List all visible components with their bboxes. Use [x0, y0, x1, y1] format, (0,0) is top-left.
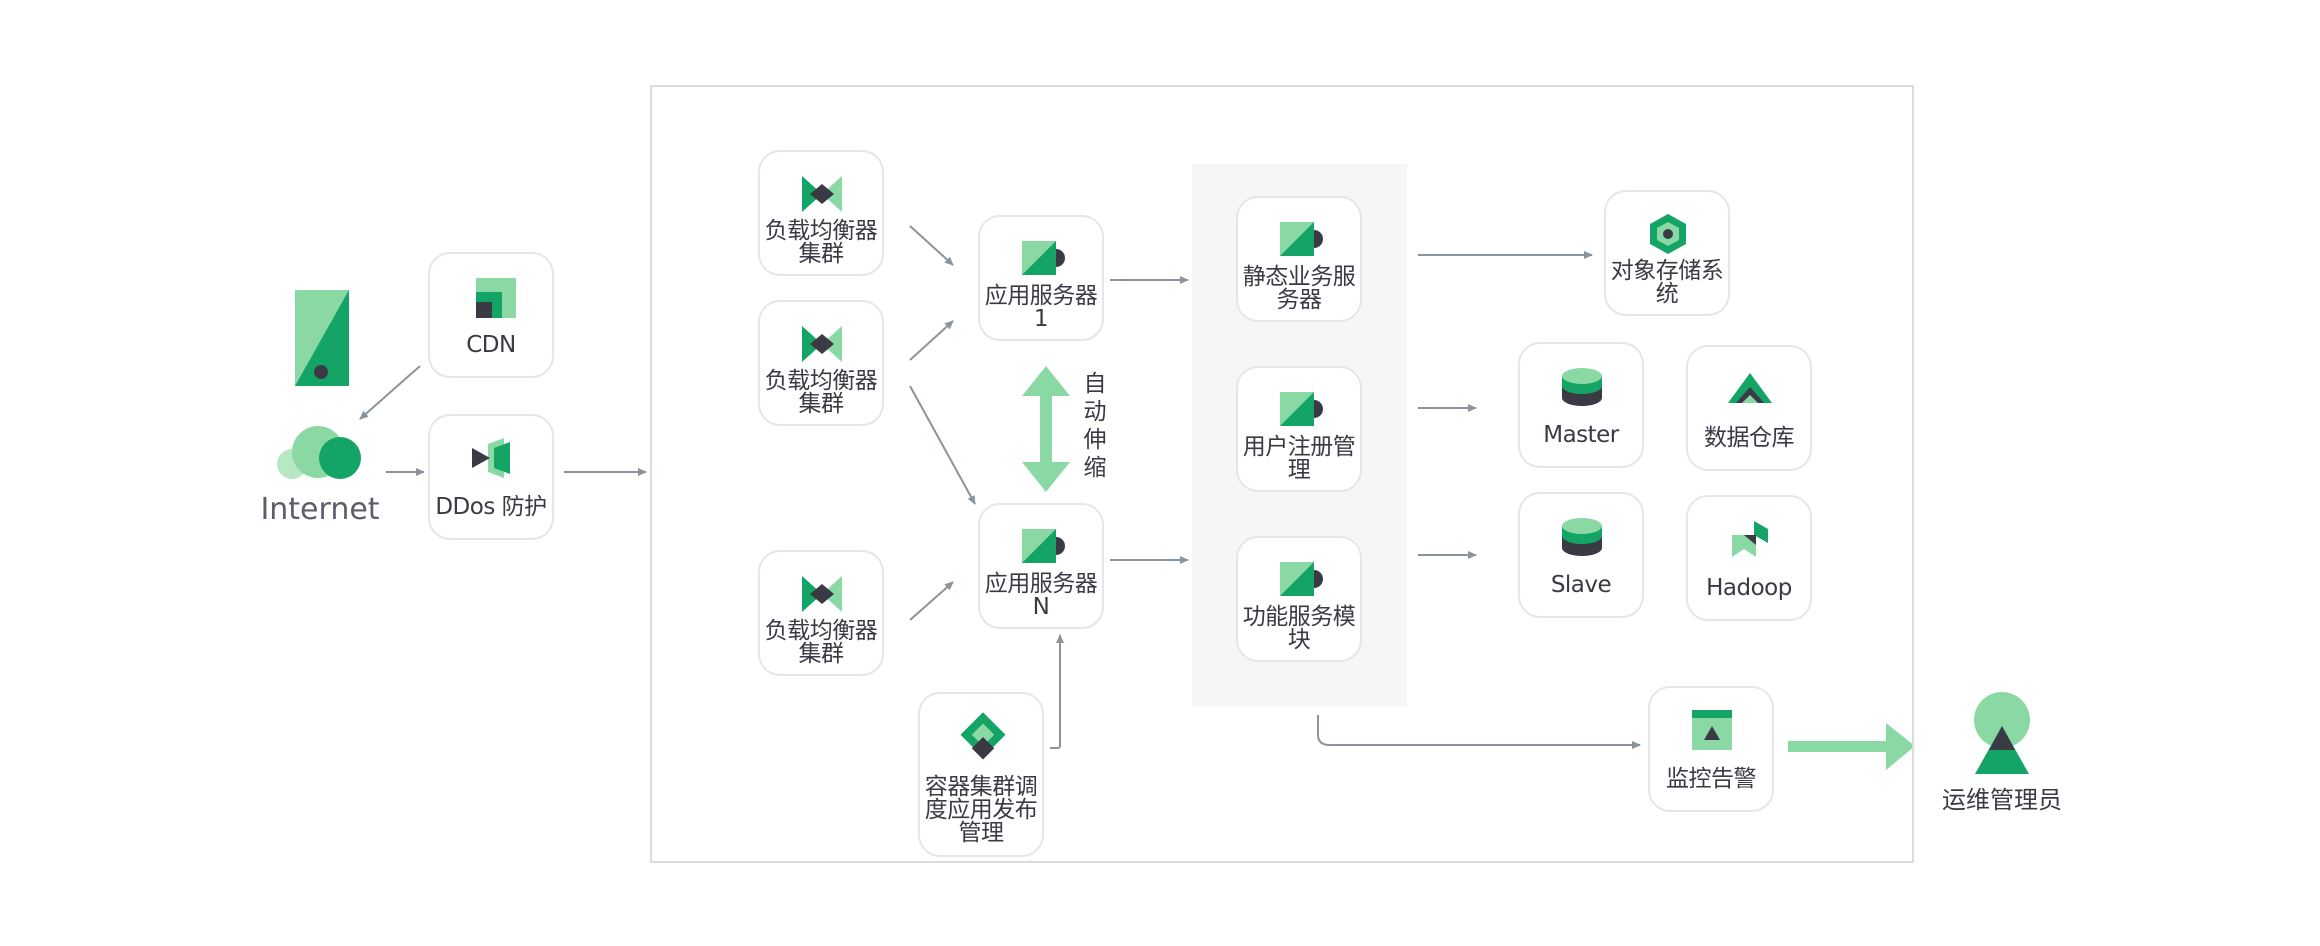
load-balancer-node-3[interactable]: 负载均衡器 集群 [758, 550, 884, 676]
container-icon [960, 712, 1006, 760]
load-balancer-label-3a: 负载均衡器 [764, 618, 878, 644]
warehouse-icon [1728, 373, 1772, 403]
slave-label: Slave [1550, 572, 1612, 598]
cloud-icon [277, 426, 361, 479]
master-label: Master [1543, 422, 1619, 448]
arrow-panel-to-monitor [1317, 715, 1641, 749]
ddos-node[interactable]: DDos 防护 [428, 414, 554, 540]
load-balancer-label-1b: 集群 [798, 241, 845, 267]
cdn-icon [476, 278, 516, 318]
hadoop-node[interactable]: Hadoop [1686, 495, 1812, 621]
mobile-device-icon [295, 290, 349, 386]
object-storage-node[interactable]: 对象存储系 统 [1604, 190, 1730, 316]
container-label-a: 容器集群调 [924, 774, 1038, 800]
shield-icon [472, 438, 510, 478]
arrow-lb2-to-appn [909, 385, 976, 505]
cdn-node[interactable]: CDN [428, 252, 554, 378]
load-balancer-label-2a: 负载均衡器 [764, 368, 878, 394]
hadoop-icon [1732, 521, 1768, 557]
load-balancer-icon [802, 576, 842, 612]
container-node[interactable]: 容器集群调 度应用发布 管理 [918, 692, 1044, 857]
function-service-label-b: 块 [1287, 627, 1311, 653]
user-registration-node[interactable]: 用户注册管 理 [1236, 366, 1362, 492]
server-icon [1280, 222, 1323, 256]
server-icon [1022, 241, 1065, 275]
ddos-label: DDos 防护 [435, 494, 547, 520]
system-boundary [650, 85, 1914, 863]
object-storage-label-a: 对象存储系 [1610, 258, 1724, 284]
server-icon [1280, 392, 1323, 426]
user-registration-label-a: 用户注册管 [1242, 434, 1356, 460]
internet-node: Internet [258, 420, 382, 530]
app-server-label-1a: 应用服务器 [984, 283, 1098, 309]
warehouse-label: 数据仓库 [1704, 425, 1795, 451]
mobile-device [292, 288, 352, 388]
internet-label: Internet [260, 492, 380, 527]
master-db-node[interactable]: Master [1518, 342, 1644, 468]
app-server-label-na: 应用服务器 [984, 571, 1098, 597]
user-icon [1974, 692, 2030, 774]
hexagon-icon [1650, 214, 1686, 254]
server-icon [1022, 529, 1065, 563]
arrow-cdn-to-internet [359, 365, 421, 420]
load-balancer-icon [802, 326, 842, 362]
database-icon [1562, 368, 1602, 406]
server-icon [1280, 562, 1323, 596]
slave-db-node[interactable]: Slave [1518, 492, 1644, 618]
load-balancer-label-3b: 集群 [798, 641, 845, 667]
function-service-node[interactable]: 功能服务模 块 [1236, 536, 1362, 662]
monitor-node[interactable]: 监控告警 [1648, 686, 1774, 812]
arrow-lb3-to-appn [909, 581, 954, 621]
app-server-label-1b: 1 [1033, 306, 1049, 332]
load-balancer-label-1a: 负载均衡器 [764, 218, 878, 244]
load-balancer-node-1[interactable]: 负载均衡器 集群 [758, 150, 884, 276]
cdn-label: CDN [466, 332, 516, 358]
monitor-label: 监控告警 [1666, 766, 1757, 792]
object-storage-label-b: 统 [1655, 281, 1679, 307]
load-balancer-icon [802, 176, 842, 212]
admin-node: 运维管理员 [1932, 690, 2072, 814]
app-server-node-n[interactable]: 应用服务器 N [978, 503, 1104, 629]
static-service-label-b: 务器 [1276, 287, 1323, 313]
app-server-node-1[interactable]: 应用服务器 1 [978, 215, 1104, 341]
hadoop-label: Hadoop [1706, 575, 1792, 601]
monitor-icon [1692, 710, 1732, 750]
autoscale-arrow [1022, 366, 1070, 492]
arrow-lb1-to-app1 [909, 225, 954, 266]
data-warehouse-node[interactable]: 数据仓库 [1686, 345, 1812, 471]
load-balancer-node-2[interactable]: 负载均衡器 集群 [758, 300, 884, 426]
arrow-container-to-appn [1050, 634, 1064, 749]
container-label-c: 管理 [958, 820, 1005, 846]
container-label-b: 度应用发布 [924, 797, 1038, 823]
app-server-label-nb: N [1032, 594, 1050, 620]
arrow-lb2-to-app1 [909, 320, 954, 361]
autoscale-label: 自 动 伸 缩 [1083, 371, 1107, 481]
function-service-label-a: 功能服务模 [1242, 604, 1356, 630]
database-icon [1562, 518, 1602, 556]
static-service-node[interactable]: 静态业务服 务器 [1236, 196, 1362, 322]
arrow-monitor-to-admin [1788, 723, 1915, 770]
static-service-label-a: 静态业务服 [1242, 264, 1356, 290]
admin-label: 运维管理员 [1942, 786, 2062, 814]
user-registration-label-b: 理 [1287, 457, 1311, 483]
load-balancer-label-2b: 集群 [798, 391, 845, 417]
